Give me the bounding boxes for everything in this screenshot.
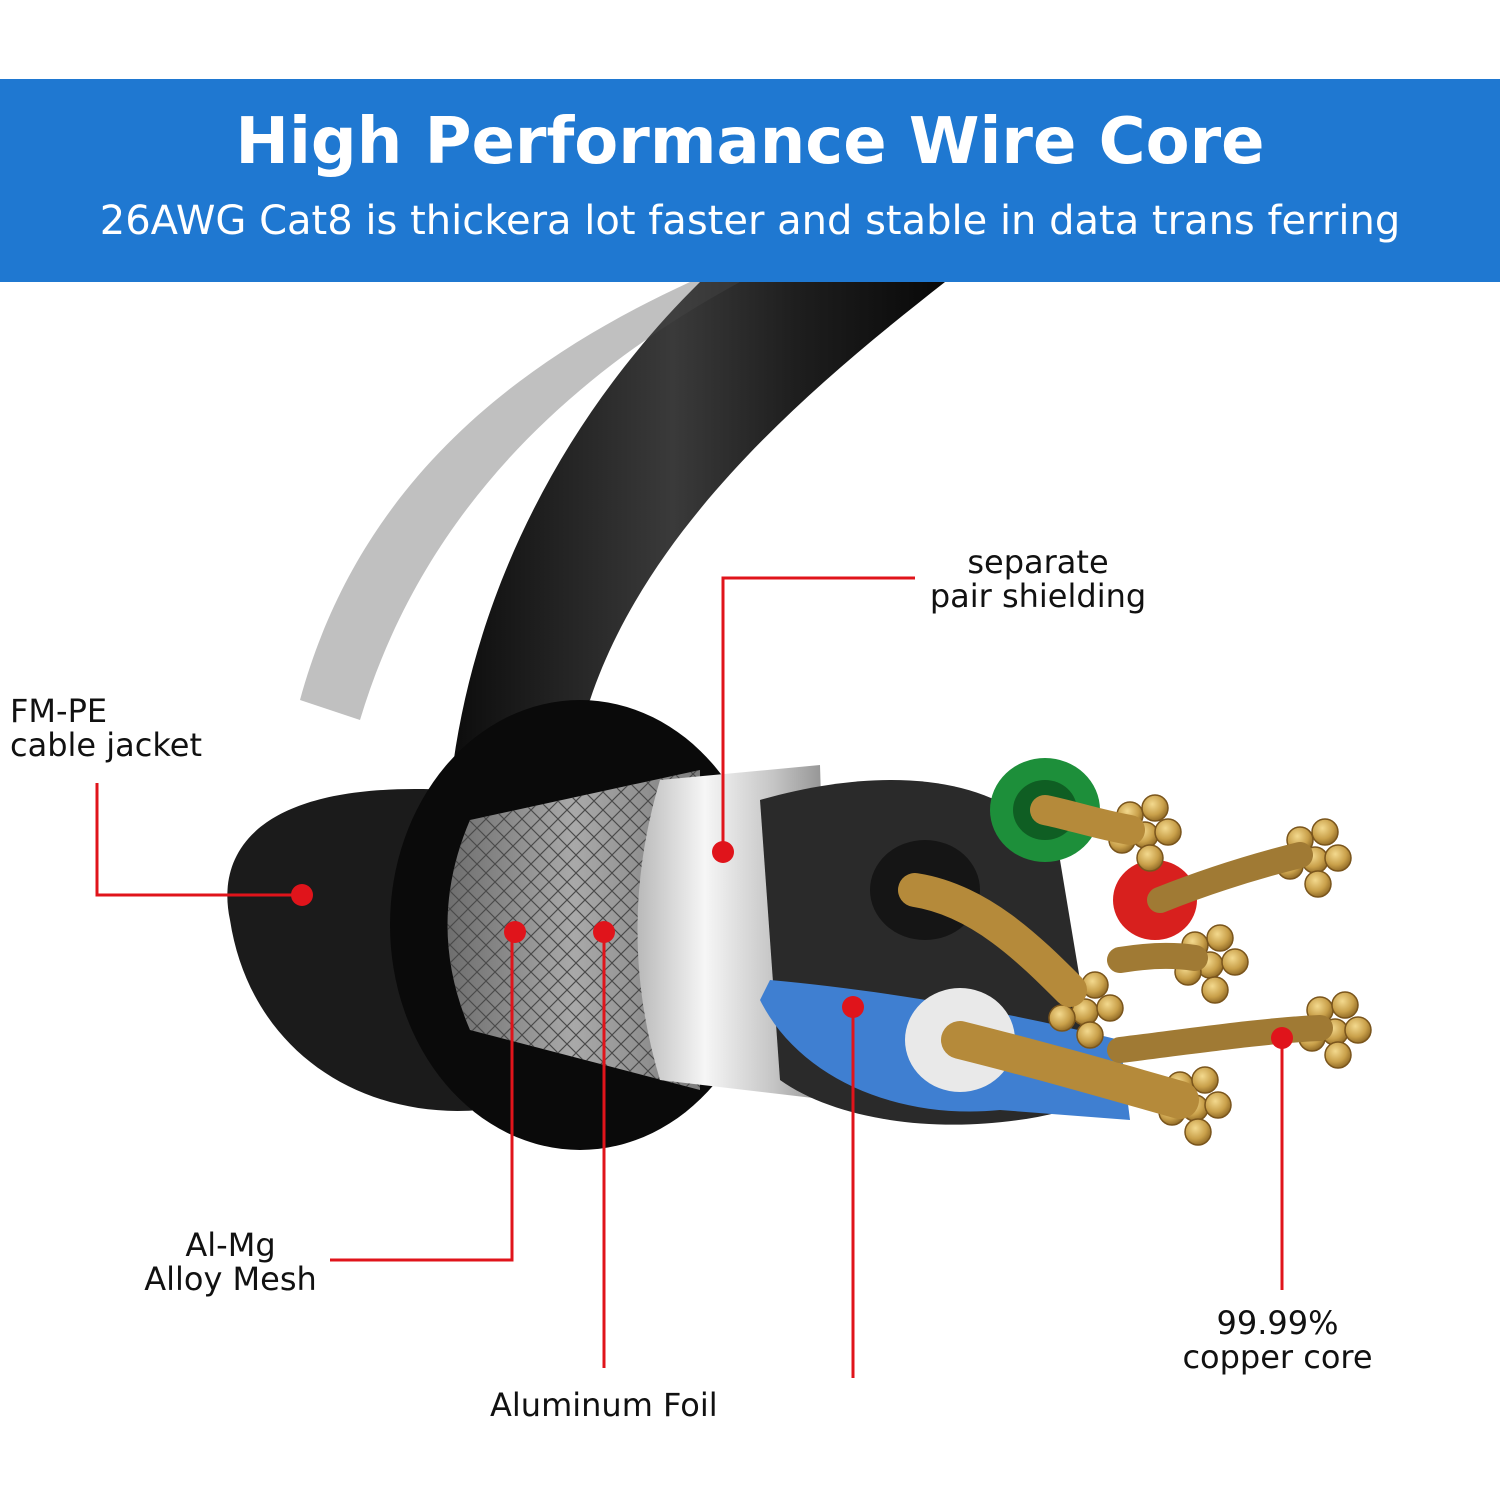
cable-jacket-body xyxy=(450,282,945,790)
title-banner xyxy=(0,79,1500,282)
label-copper-core: 99.99% copper core xyxy=(1165,1306,1390,1374)
label-alloy-mesh: Al-Mg Alloy Mesh xyxy=(128,1228,333,1296)
banner-subtitle: 26AWG Cat8 is thickera lot faster and st… xyxy=(99,198,1401,244)
dot-pair-shielding xyxy=(712,841,734,863)
label-cable-jacket: FM-PE cable jacket xyxy=(10,694,202,762)
label-alloy-mesh-line1: Al-Mg xyxy=(185,1226,276,1264)
dot-mesh xyxy=(504,921,526,943)
label-pair-shielding-line2: pair shielding xyxy=(929,577,1147,615)
label-copper-core-line2: copper core xyxy=(1182,1338,1373,1376)
label-cable-jacket-line1: FM-PE xyxy=(10,692,108,730)
label-pair-shielding: separate pair shielding xyxy=(918,545,1158,613)
leader-jacket xyxy=(95,783,302,897)
dot-pair xyxy=(842,996,864,1018)
label-pair-shielding-line1: separate xyxy=(967,543,1109,581)
label-copper-core-line1: 99.99% xyxy=(1216,1304,1339,1342)
leader-pair-shielding xyxy=(721,576,915,852)
leader-mesh xyxy=(330,932,514,1262)
dot-jacket xyxy=(291,884,313,906)
callout-leaders xyxy=(95,576,1284,1378)
label-aluminum-foil: Aluminum Foil xyxy=(490,1388,718,1422)
label-aluminum-foil-line1: Aluminum Foil xyxy=(490,1386,718,1424)
label-cable-jacket-line2: cable jacket xyxy=(10,726,202,764)
banner-title: High Performance Wire Core xyxy=(235,105,1265,179)
dot-foil xyxy=(593,921,615,943)
label-alloy-mesh-line2: Alloy Mesh xyxy=(144,1260,317,1298)
callout-dots xyxy=(291,841,1293,1049)
dot-copper xyxy=(1271,1027,1293,1049)
